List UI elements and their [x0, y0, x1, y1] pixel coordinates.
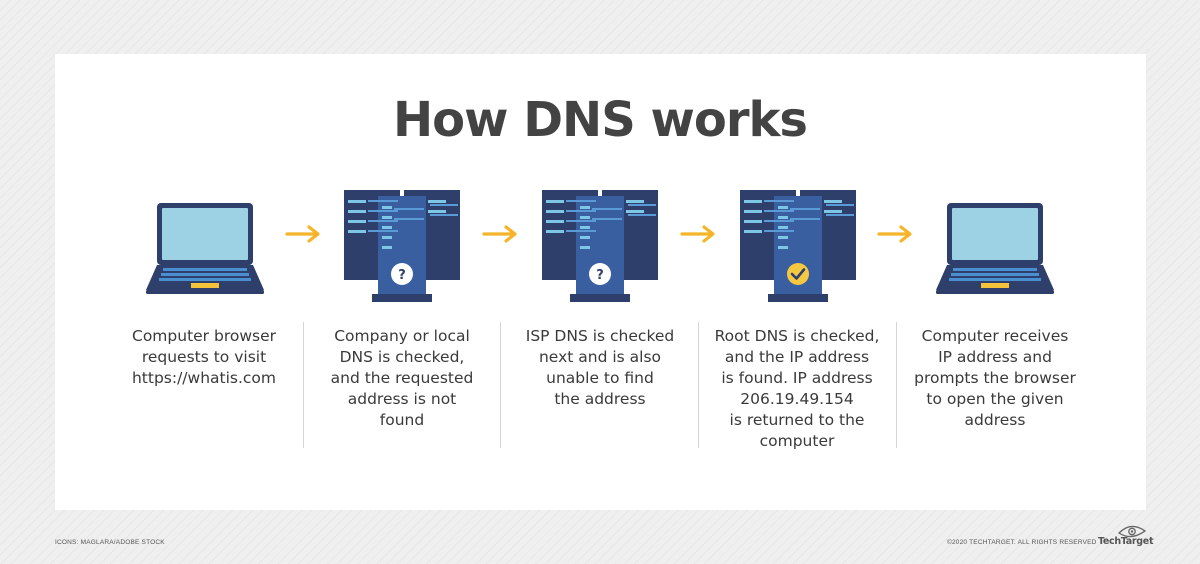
badge-question: ?: [596, 268, 604, 283]
techtarget-eye-logo: [1117, 525, 1147, 538]
arrow-right-icon: [877, 225, 912, 243]
arrow-right-icon: [285, 225, 320, 243]
laptop-icon: [936, 203, 1054, 294]
dns-server-question-icon: ?: [542, 190, 658, 302]
column-divider: [698, 322, 699, 448]
laptop-icon: [146, 203, 264, 294]
check-icon: [790, 268, 806, 280]
arrow-right-icon: [482, 225, 517, 243]
page-title: How DNS works: [393, 92, 808, 148]
column-divider: [303, 322, 304, 448]
brand-logo-text: TechTarget: [1098, 536, 1154, 547]
column-divider: [896, 322, 897, 448]
icon-credit: ICONS: MAGLARA/ADOBE STOCK: [55, 539, 165, 546]
badge-question: ?: [398, 268, 406, 283]
copyright: ©2020 TECHTARGET. ALL RIGHTS RESERVED: [947, 539, 1097, 546]
dns-server-check-icon: [740, 190, 856, 302]
column-divider: [500, 322, 501, 448]
dns-server-question-icon: ?: [344, 190, 460, 302]
arrow-right-icon: [680, 225, 715, 243]
